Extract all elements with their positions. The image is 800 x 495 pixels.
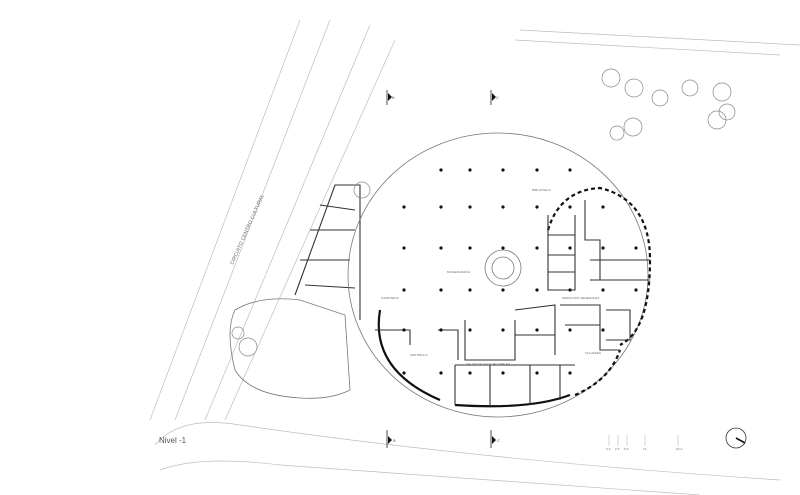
column [468, 328, 472, 332]
section-mark-b-top: B [386, 90, 395, 105]
column [568, 205, 572, 209]
spiral-stair [484, 249, 522, 287]
room-label-vestibulo: VESTIBULO [410, 353, 428, 357]
building-outline [347, 132, 649, 418]
column-grid [402, 168, 638, 375]
svg-text:10: 10 [643, 447, 647, 451]
level-label: Nivel -1 [159, 436, 187, 445]
column [501, 168, 505, 172]
svg-text:C: C [496, 95, 499, 100]
road-label: CIRCUITO CENTRO CULTURAL [229, 193, 266, 265]
column [535, 205, 539, 209]
road [149, 19, 800, 495]
column [601, 246, 605, 250]
trees [231, 68, 736, 357]
room-label-museografia: MUSEOGRAFIA [447, 270, 470, 274]
tree [231, 326, 245, 340]
tree [238, 337, 258, 357]
column [501, 205, 505, 209]
tree [601, 68, 621, 88]
room-label-cafeteria: CAFETERIA [381, 296, 399, 300]
svg-text:B: B [393, 438, 396, 443]
column [468, 205, 472, 209]
column [439, 288, 443, 292]
ramp-walls [300, 204, 356, 289]
column [402, 371, 406, 375]
column [501, 246, 505, 250]
svg-text:B: B [392, 95, 395, 100]
column [402, 246, 406, 250]
column [535, 371, 539, 375]
tree [609, 125, 625, 141]
tree [681, 79, 699, 97]
column [402, 205, 406, 209]
section-mark-c-bottom: C [490, 430, 500, 448]
column [568, 246, 572, 250]
column [535, 168, 539, 172]
room-label-biblioteca: BIBLIOTECA [532, 188, 551, 192]
scale-bar: 0.0 2.5 5.0 10 20 m [606, 435, 683, 451]
column [568, 371, 572, 375]
curtain-wall-east [546, 186, 652, 346]
svg-text:2.5: 2.5 [615, 447, 620, 451]
column [439, 168, 443, 172]
column [535, 328, 539, 332]
plaza-outline [229, 298, 351, 399]
column [634, 246, 638, 250]
column [468, 168, 472, 172]
curtain-wall-southeast [574, 349, 622, 397]
column [468, 288, 472, 292]
facade-wall-west [377, 309, 441, 402]
svg-text:20 m: 20 m [676, 447, 683, 451]
north-arrow-icon [725, 427, 747, 449]
column [468, 246, 472, 250]
column [535, 246, 539, 250]
tree [651, 89, 669, 107]
column [501, 328, 505, 332]
tree [712, 82, 732, 102]
column [601, 205, 605, 209]
column [439, 328, 443, 332]
tree [718, 103, 736, 121]
facade-wall-south [454, 393, 571, 408]
column [501, 288, 505, 292]
tree [353, 181, 371, 199]
column [439, 246, 443, 250]
column [439, 371, 443, 375]
room-label-sum: SALON DE USOS MULTIPLES [466, 362, 510, 366]
svg-text:C: C [497, 438, 500, 443]
column [468, 371, 472, 375]
section-mark-b-bottom: B [386, 430, 396, 448]
column [568, 168, 572, 172]
tree [624, 78, 644, 98]
column [568, 328, 572, 332]
svg-text:0.0: 0.0 [606, 447, 611, 451]
column [634, 288, 638, 292]
room-label-servicios: SERVICIOS GENERALES [562, 296, 599, 300]
column [601, 288, 605, 292]
column [535, 288, 539, 292]
column [402, 328, 406, 332]
column [501, 371, 505, 375]
ramp-structure [294, 184, 361, 320]
column [439, 205, 443, 209]
column [402, 288, 406, 292]
room-label-talleres: TALLERES [585, 351, 601, 355]
tree [707, 110, 727, 130]
interior-walls [375, 200, 650, 405]
svg-text:5.0: 5.0 [624, 447, 629, 451]
spiral-stair-core [491, 256, 515, 280]
section-mark-c-top: C [490, 90, 499, 105]
column [601, 328, 605, 332]
column [568, 288, 572, 292]
tree [623, 117, 643, 137]
